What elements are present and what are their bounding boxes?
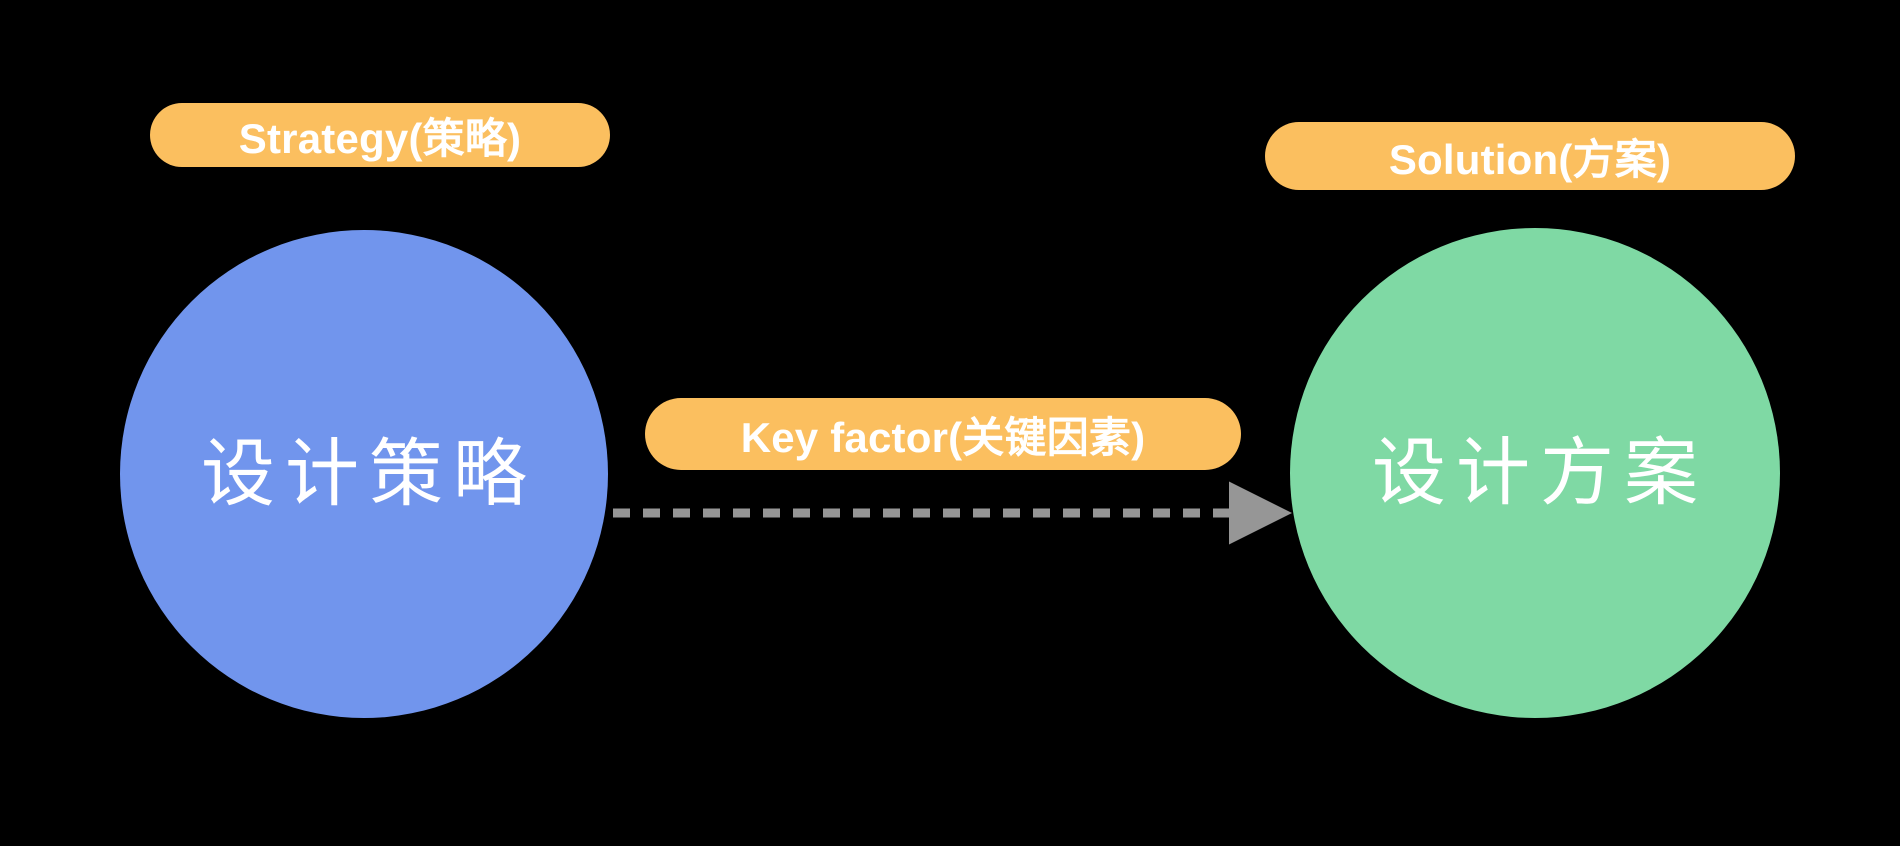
badge-strategy: Strategy(策略): [150, 103, 610, 167]
badge-solution-label: Solution(方案): [1388, 135, 1672, 183]
node-circle-solution-label: 设计方案: [1372, 431, 1708, 514]
node-circle-strategy: 设计策略: [120, 230, 608, 718]
badge-strategy-label: Strategy(策略): [238, 114, 522, 162]
node-circle-solution: 设计方案: [1290, 228, 1780, 718]
connector-arrow-strategy-to-solution: [613, 481, 1292, 545]
badge-key-factor: Key factor(关键因素): [645, 398, 1241, 470]
node-circle-strategy-label: 设计策略: [201, 432, 537, 515]
badge-solution: Solution(方案): [1265, 122, 1795, 190]
badge-key-factor-label: Key factor(关键因素): [740, 413, 1146, 461]
